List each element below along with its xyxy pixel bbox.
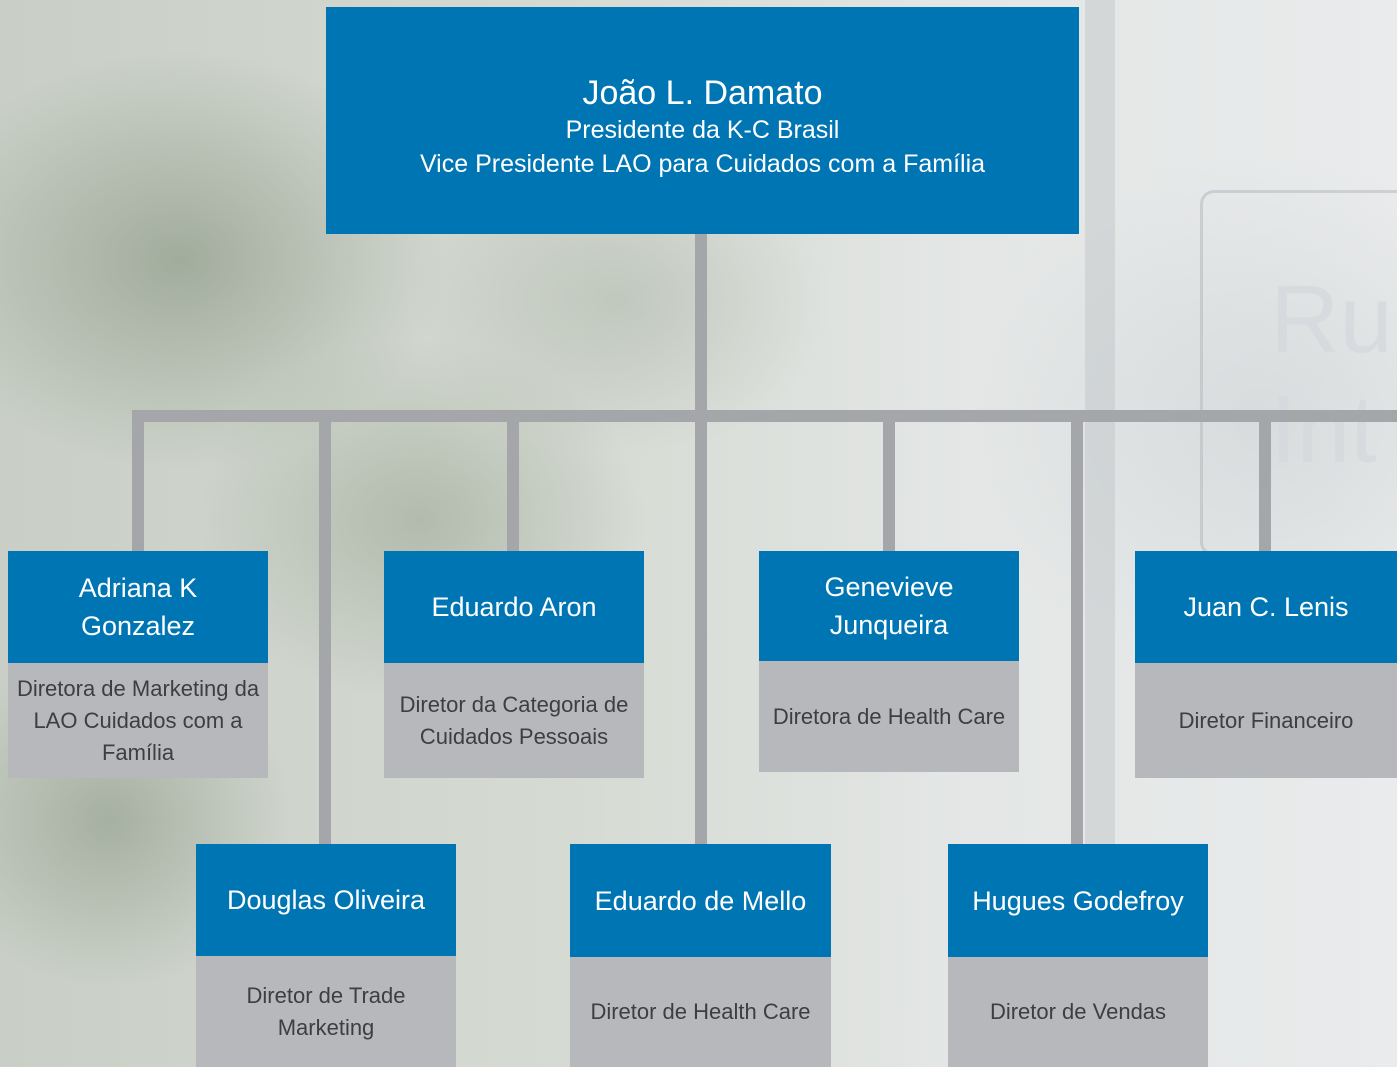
node-name: Douglas Oliveira	[196, 844, 456, 956]
president-subtitle: Vice Presidente LAO para Cuidados com a …	[419, 150, 986, 178]
node-role: Diretora de Marketing da LAO Cuidados co…	[8, 663, 268, 778]
connector-drop-genevieve	[883, 410, 895, 551]
node-role: Diretora de Health Care	[759, 661, 1019, 772]
node-name: Adriana K Gonzalez	[8, 551, 268, 663]
node-role: Diretor Financeiro	[1135, 663, 1397, 778]
node-name: Hugues Godefroy	[948, 844, 1208, 957]
connector-drop-juan	[1259, 410, 1271, 551]
node-name: Eduardo Aron	[384, 551, 644, 663]
node-role: Diretor de Trade Marketing	[196, 956, 456, 1067]
president-name: João L. Damato	[582, 74, 823, 112]
org-node-president: João L. Damato Presidente da K-C Brasil …	[326, 7, 1079, 234]
connector-drop-douglas	[319, 410, 331, 844]
background-sign-text: Ru Int	[1270, 266, 1393, 483]
connector-trunk	[695, 234, 707, 844]
president-title: Presidente da K-C Brasil	[565, 116, 840, 144]
node-role: Diretor de Health Care	[570, 957, 831, 1067]
org-node-genevieve: Genevieve Junqueira Diretora de Health C…	[759, 551, 1019, 772]
node-name: Genevieve Junqueira	[759, 551, 1019, 661]
connector-drop-hugues	[1071, 410, 1083, 844]
connector-drop-adriana	[132, 410, 144, 551]
org-node-juan: Juan C. Lenis Diretor Financeiro	[1135, 551, 1397, 778]
connector-drop-eduardo-aron	[507, 410, 519, 551]
org-node-eduardo-aron: Eduardo Aron Diretor da Categoria de Cui…	[384, 551, 644, 778]
node-name: Juan C. Lenis	[1135, 551, 1397, 663]
node-role: Diretor da Categoria de Cuidados Pessoai…	[384, 663, 644, 778]
org-node-eduardo-mello: Eduardo de Mello Diretor de Health Care	[570, 844, 831, 1067]
node-name: Eduardo de Mello	[570, 844, 831, 957]
node-role: Diretor de Vendas	[948, 957, 1208, 1067]
org-node-hugues: Hugues Godefroy Diretor de Vendas	[948, 844, 1208, 1067]
org-node-adriana: Adriana K Gonzalez Diretora de Marketing…	[8, 551, 268, 778]
org-node-douglas: Douglas Oliveira Diretor de Trade Market…	[196, 844, 456, 1067]
